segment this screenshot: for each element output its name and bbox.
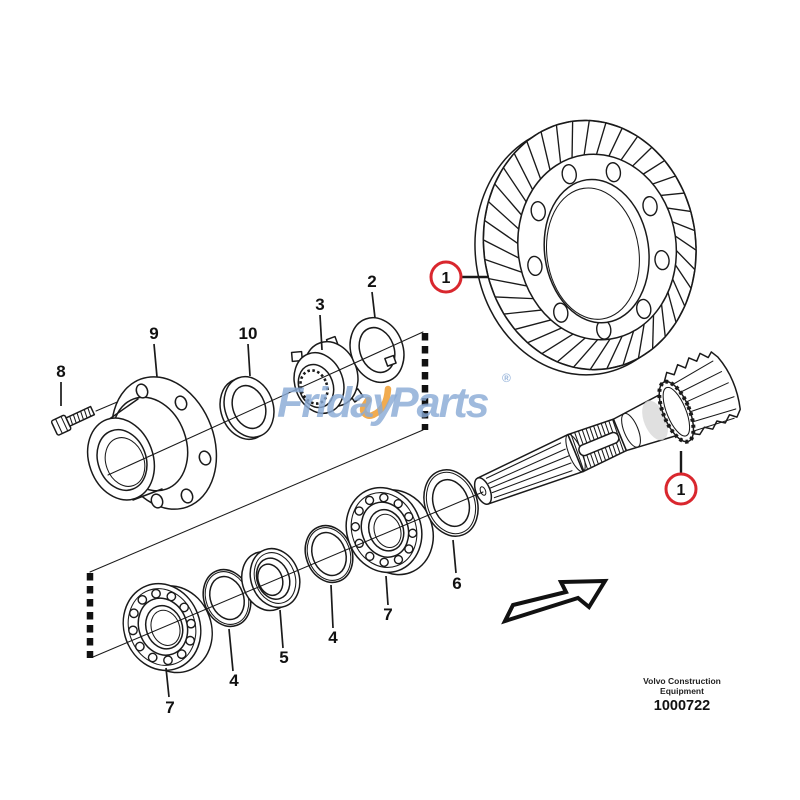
- crown-wheel-gear: [474, 119, 697, 376]
- watermark-registered-icon: ®: [502, 371, 511, 385]
- thrust-washer: [219, 375, 275, 441]
- callout-bearing-b: 7: [383, 605, 392, 624]
- watermark: Friday Parts ®: [277, 371, 511, 427]
- red-callout-crown-wheel: 1: [429, 260, 489, 294]
- gear-teeth: [483, 120, 697, 370]
- callout-drive-flange: 9: [149, 324, 158, 343]
- watermark-brand-first: Friday: [277, 379, 398, 427]
- callout-washer-a: 4: [229, 671, 239, 690]
- callout-lock-washer: 2: [367, 272, 376, 291]
- footer-brand-line1: Volvo Construction: [643, 676, 721, 686]
- watermark-swoosh-icon: [359, 385, 392, 419]
- shim-ring: [423, 469, 479, 537]
- footer-brand-line2: Equipment: [660, 686, 704, 696]
- drive-flange: [86, 376, 218, 510]
- footer-brand: Volvo Construction Equipment 1000722: [643, 676, 721, 714]
- red-callout-pinion-shaft: 1: [664, 451, 698, 506]
- gear-bolt-holes: [527, 162, 670, 340]
- bearing-rollers: [128, 588, 196, 666]
- svg-text:1: 1: [442, 270, 451, 287]
- callout-bearing-a: 7: [165, 698, 174, 717]
- callout-shim-ring: 6: [452, 574, 461, 593]
- bearing-left: [122, 582, 213, 674]
- washer-b: [304, 524, 354, 584]
- callout-thrust-washer: 10: [239, 324, 258, 343]
- bearing-right: [345, 486, 434, 576]
- callout-leaders: [60, 291, 457, 698]
- footer-part-number: 1000722: [654, 698, 710, 714]
- spacer-sleeve: [241, 547, 301, 612]
- callout-spacer-sleeve: 5: [279, 648, 288, 667]
- lock-washer: [349, 316, 405, 384]
- pinion-gear-shaft: [473, 351, 741, 505]
- svg-text:1: 1: [677, 482, 686, 499]
- callout-lock-nut: 3: [315, 295, 324, 314]
- callout-washer-b: 4: [328, 628, 338, 647]
- hex-bolt: [50, 405, 96, 436]
- watermark-brand-second: Parts: [390, 379, 489, 427]
- direction-arrow-icon: [501, 578, 609, 625]
- centerlines: [89, 331, 484, 658]
- gear-teeth-crests: [482, 119, 697, 371]
- callout-hex-bolt: 8: [56, 362, 65, 381]
